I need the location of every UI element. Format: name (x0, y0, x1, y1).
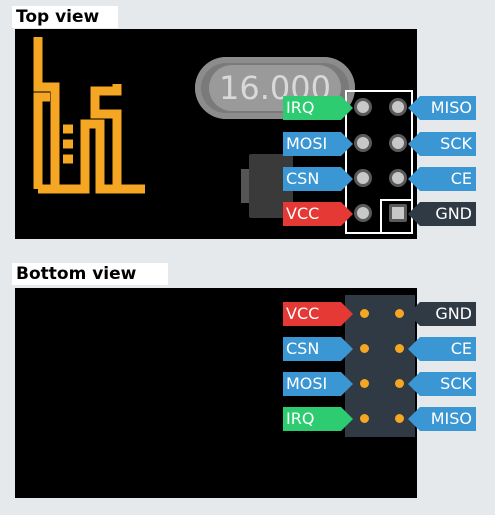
pin-sck (389, 134, 407, 152)
bottom-pin-irq (360, 414, 369, 423)
bottom-pin-ce (395, 344, 404, 353)
bottom-pin-header (345, 295, 415, 437)
pin-mosi (354, 134, 372, 152)
pin-irq (354, 98, 372, 116)
bottom-view-heading: Bottom view (12, 263, 168, 285)
antenna-trace (33, 37, 145, 194)
bottom-label-miso: MISO (408, 407, 476, 431)
bottom-pin-gnd (395, 309, 404, 318)
pin-miso (389, 98, 407, 116)
pin-gnd (389, 204, 407, 222)
crystal-label: 16.000 (209, 65, 341, 111)
top-label-miso: MISO (408, 96, 476, 120)
top-label-irq: IRQ (283, 96, 353, 120)
chip-lead (241, 169, 251, 203)
top-view-heading: Top view (12, 6, 118, 28)
top-label-sck: SCK (408, 132, 476, 156)
bottom-label-vcc: VCC (283, 302, 353, 326)
bottom-label-mosi: MOSI (283, 372, 353, 396)
bottom-pin-csn (360, 344, 369, 353)
bottom-label-gnd: GND (408, 302, 476, 326)
bottom-pin-vcc (360, 309, 369, 318)
pin-ce (389, 169, 407, 187)
top-label-mosi: MOSI (283, 132, 353, 156)
top-label-vcc: VCC (283, 202, 353, 226)
top-label-ce: CE (408, 167, 476, 191)
bottom-label-ce: CE (408, 337, 476, 361)
bottom-pin-mosi (360, 379, 369, 388)
pin-vcc (354, 204, 372, 222)
bottom-pin-sck (395, 379, 404, 388)
bottom-label-csn: CSN (283, 337, 353, 361)
bottom-label-irq: IRQ (283, 407, 353, 431)
pin-header-outline (345, 90, 413, 234)
bottom-label-sck: SCK (408, 372, 476, 396)
top-label-csn: CSN (283, 167, 353, 191)
top-label-gnd: GND (408, 202, 476, 226)
bottom-pin-miso (395, 414, 404, 423)
pin-csn (354, 169, 372, 187)
